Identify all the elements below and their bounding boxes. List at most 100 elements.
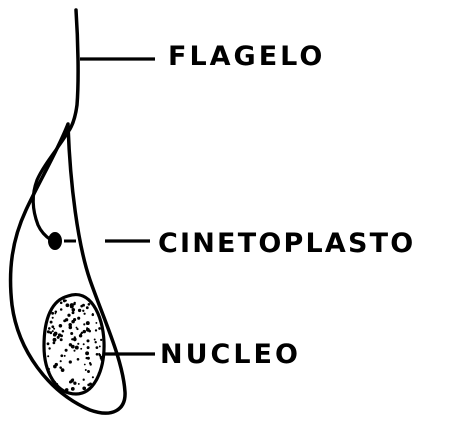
nucleus-stipple-dot xyxy=(89,362,91,364)
nucleus-stipple-dot xyxy=(87,384,90,387)
nucleus-stipple-dot xyxy=(96,353,99,356)
nucleus-stipple-dot xyxy=(73,382,76,385)
nucleus-stipple-dot xyxy=(53,342,56,345)
label-flagelo: FLAGELO xyxy=(168,43,325,70)
nucleus-stipple-dot xyxy=(53,328,55,330)
nucleus-stipple-dot xyxy=(66,303,70,307)
nucleus-stipple-dot xyxy=(100,339,102,341)
nucleus-stipple-dot xyxy=(70,332,73,335)
nucleus-stipple-dot xyxy=(62,330,65,333)
nucleus-stipple-dot xyxy=(96,346,99,349)
nucleus-stipple-dot xyxy=(87,370,90,373)
nucleus-stipple-dot xyxy=(83,330,86,333)
nucleus-stipple-dot xyxy=(71,338,73,340)
nucleus-stipple-dot xyxy=(95,341,97,343)
nucleus-stipple-dot xyxy=(63,319,66,322)
nucleus-stipple-dot xyxy=(77,358,80,361)
nucleus-stipple-dot xyxy=(65,388,69,392)
nucleus-stipple-dot xyxy=(51,312,54,315)
nucleus-stipple-dot xyxy=(55,311,58,314)
nucleus xyxy=(44,295,104,394)
kinetoplast xyxy=(48,232,62,250)
nucleus-stipple-dot xyxy=(54,332,58,336)
nucleus-stipple-dot xyxy=(71,387,75,391)
nucleus-stipple-dot xyxy=(65,349,68,352)
nucleus-stipple-dot xyxy=(72,378,74,380)
nucleus-stipple-dot xyxy=(73,350,75,352)
nucleus-stipple-dot xyxy=(95,322,97,324)
nucleus-stipple-dot xyxy=(64,355,66,357)
nucleus-stipple-dot xyxy=(67,314,70,317)
label-cinetoplasto: CINETOPLASTO xyxy=(158,230,415,257)
nucleus-stipple-dot xyxy=(48,327,51,330)
nucleus-stipple-dot xyxy=(98,353,100,355)
nucleus-stipple-dot xyxy=(60,308,63,311)
nucleus-stipple-dot xyxy=(78,309,81,312)
nucleus-stipple-dot xyxy=(59,334,61,336)
nucleus-stipple-dot xyxy=(76,327,78,329)
nucleus-stipple-dot xyxy=(60,360,62,362)
nucleus-stipple-dot xyxy=(71,320,75,324)
nucleus-stipple-dot xyxy=(75,346,79,350)
nucleus-stipple-dot xyxy=(95,329,97,331)
nucleus-stipple-dot xyxy=(72,308,76,312)
nucleus-stipple-dot xyxy=(70,303,74,307)
nucleus-stipple-dot xyxy=(83,343,85,345)
nucleus-stipple-dot xyxy=(69,380,72,383)
nucleus-stipple-dot xyxy=(84,364,86,366)
nucleus-stipple-dot xyxy=(53,365,57,369)
nucleus-stipple-dot xyxy=(50,321,53,324)
nucleus-stipple-dot xyxy=(83,379,85,381)
nucleus-stipple-dot xyxy=(82,386,86,390)
nucleus-stipple-dot xyxy=(85,369,87,371)
nucleus-stipple-dot xyxy=(60,302,63,305)
nucleus-stipple-dot xyxy=(88,303,91,306)
nucleus-stipple-dot xyxy=(85,351,89,355)
nucleus-stipple-dot xyxy=(80,348,82,350)
nucleus-stipple-dot xyxy=(86,306,89,309)
nucleus-stipple-dot xyxy=(83,323,85,325)
nucleus-stipple-dot xyxy=(87,346,90,349)
nucleus-stipple-dot xyxy=(51,325,54,328)
nucleus-stipple-dot xyxy=(98,327,101,330)
nucleus-stipple-dot xyxy=(100,359,102,361)
nucleus-stipple-dot xyxy=(80,305,83,308)
nucleus-stipple-dot xyxy=(69,360,72,363)
nucleus-stipple-dot xyxy=(100,376,103,379)
nucleus-stipple-dot xyxy=(99,345,101,347)
nucleus-stipple-dot xyxy=(49,331,52,334)
nucleus-stipple-dot xyxy=(72,311,75,314)
nucleus-stipple-dot xyxy=(60,354,63,357)
nucleus-stipple-dot xyxy=(60,338,63,341)
nucleus-stipple-dot xyxy=(98,383,102,387)
nucleus-stipple-dot xyxy=(52,330,54,332)
nucleus-stipple-dot xyxy=(82,310,84,312)
nucleus-stipple-dot xyxy=(61,368,65,372)
nucleus-stipple-dot xyxy=(95,386,98,389)
nucleus-stipple-dot xyxy=(86,357,88,359)
nucleus-stipple-dot xyxy=(86,339,89,342)
nucleus-stipple-dot xyxy=(47,355,49,357)
flagellum xyxy=(68,10,78,132)
label-nucleo: NUCLEO xyxy=(160,341,301,368)
nucleus-stipple-dot xyxy=(59,324,63,328)
nucleus-stipple-dot xyxy=(92,314,95,317)
nucleus-stipple-dot xyxy=(47,342,50,345)
nucleus-stipple-dot xyxy=(92,376,94,378)
nucleus-stipple-dot xyxy=(77,317,80,320)
nucleus-stipple-dot xyxy=(77,343,79,345)
nucleus-stipple-dot xyxy=(51,299,54,302)
nucleus-stipple-dot xyxy=(65,300,67,302)
nucleus-stipple-dot xyxy=(52,317,54,319)
nucleus-stipple-dot xyxy=(86,327,88,329)
nucleus-stipple-dot xyxy=(78,383,80,385)
nucleus-stipple-dot xyxy=(73,338,76,341)
nucleus-stipple-dot xyxy=(48,347,50,349)
nucleus-stipple-dot xyxy=(86,321,90,325)
nucleus-stipple-dot xyxy=(94,339,96,341)
nucleus-stipple-dot xyxy=(59,366,61,368)
nucleus-stipple-dot xyxy=(71,345,75,349)
nucleus-stipple-dot xyxy=(83,313,85,315)
nucleus-stipple-dot xyxy=(69,326,73,330)
nucleus-stipple-dot xyxy=(53,338,57,342)
